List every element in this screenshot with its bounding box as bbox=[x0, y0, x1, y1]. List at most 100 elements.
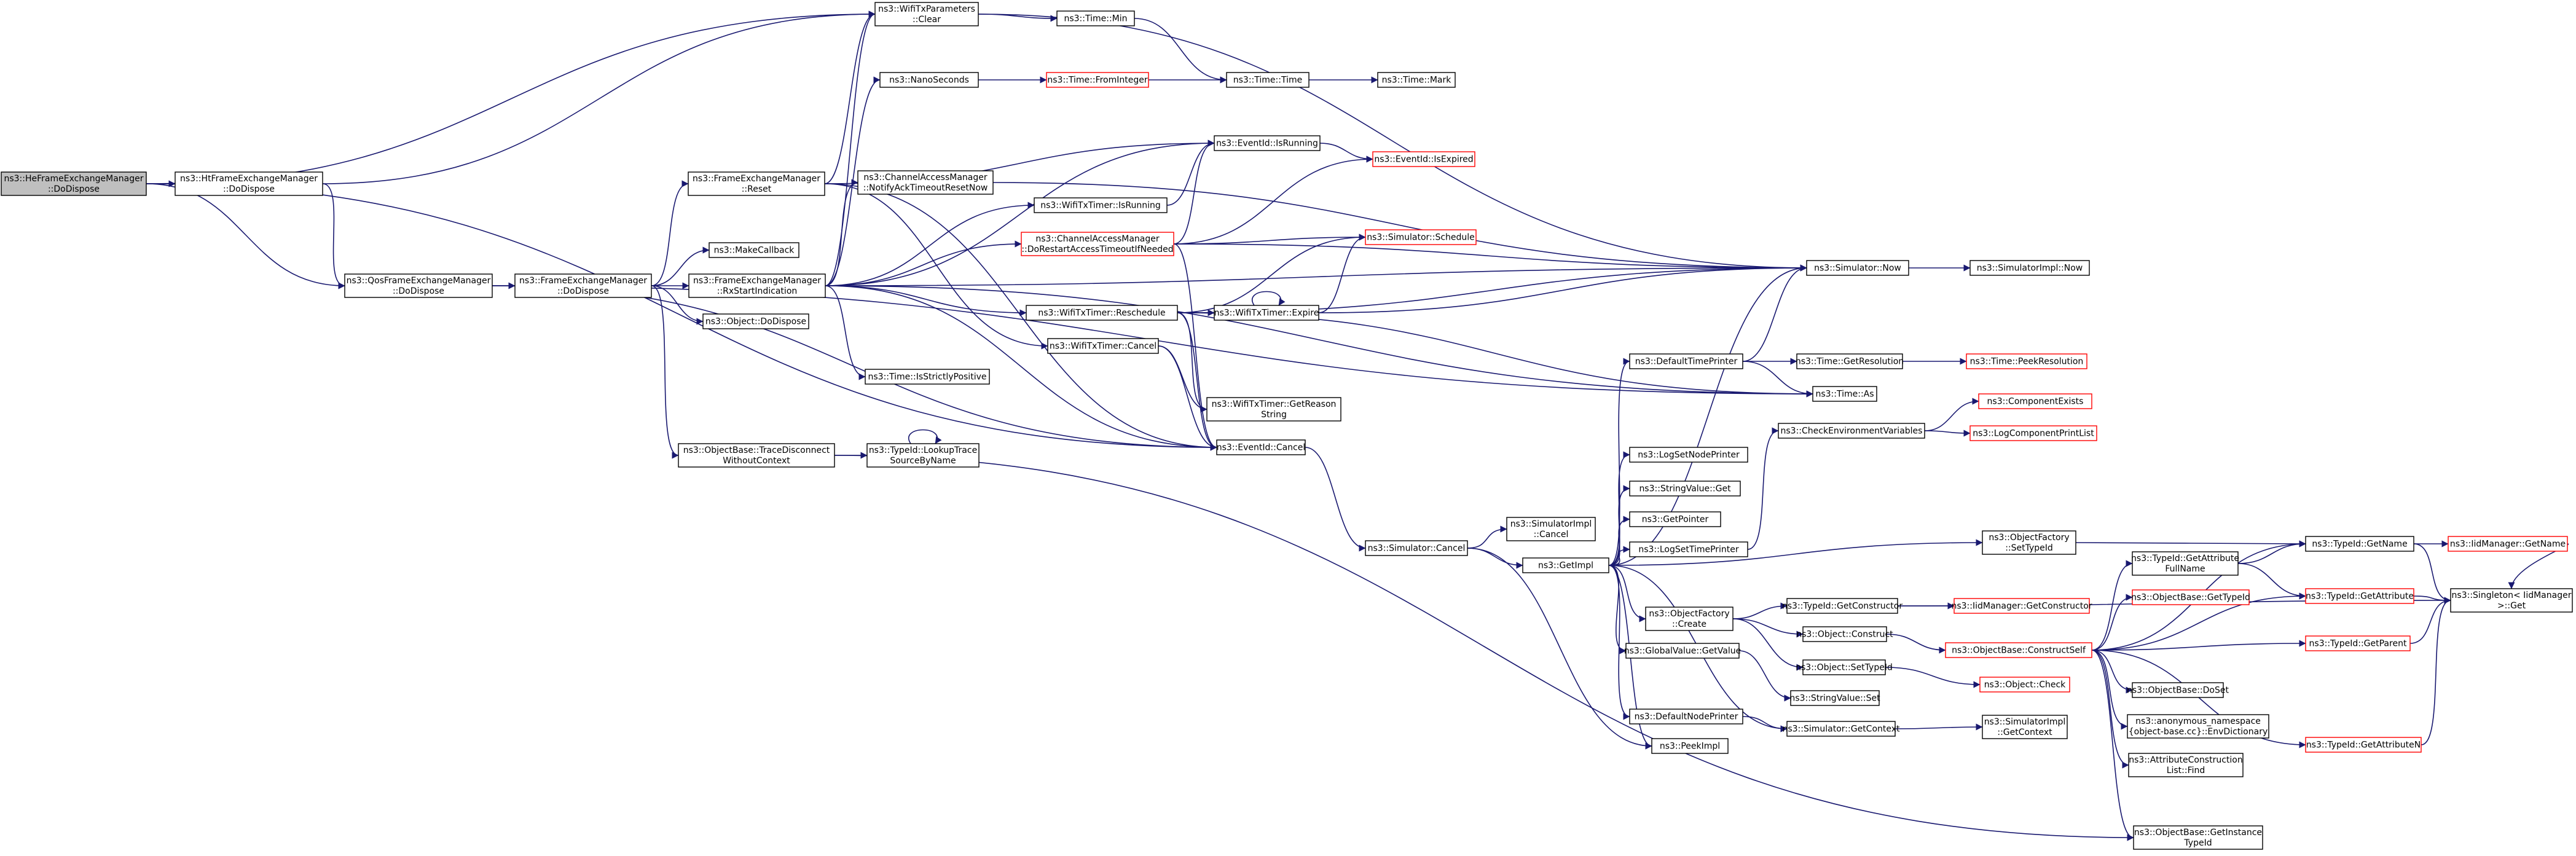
node-ns3-channelaccessmanager-dorestartaccesstimeoutifneeded[interactable]: ns3::ChannelAccessManager::DoRestartAcce… bbox=[1021, 232, 1174, 256]
node-box bbox=[1778, 423, 1925, 439]
node-ns3-singleton-iidmanager-get[interactable]: ns3::Singleton< IidManager>::Get bbox=[2450, 588, 2573, 613]
node-ns3-typeid-getparent[interactable]: ns3::TypeId::GetParent bbox=[2305, 635, 2411, 651]
node-ns3-objectbase-constructself[interactable]: ns3::ObjectBase::ConstructSelf bbox=[1945, 642, 2092, 658]
node-box bbox=[1806, 260, 1909, 276]
edge-n24-to-n19 bbox=[1177, 234, 1366, 313]
node-ns3-time-frominteger[interactable]: ns3::Time::FromInteger bbox=[1046, 72, 1149, 88]
node-ns3-wifitxtimer-reschedule[interactable]: ns3::WifiTxTimer::Reschedule bbox=[1026, 305, 1178, 321]
node-ns3-frameexchangemanager-reset[interactable]: ns3::FrameExchangeManager::Reset bbox=[688, 171, 825, 196]
edge-n13-to-n27 bbox=[824, 183, 1048, 350]
edge-n3-to-n6 bbox=[978, 14, 1807, 272]
node-label: ns3::TypeId::GetParent bbox=[2309, 639, 2407, 649]
node-ns3-checkenvironmentvariables[interactable]: ns3::CheckEnvironmentVariables bbox=[1778, 423, 1925, 439]
edge-n41-to-n43 bbox=[1467, 548, 1523, 569]
node-ns3-frameexchangemanager-dodispose[interactable]: ns3::FrameExchangeManager::DoDispose bbox=[514, 273, 652, 298]
edge-n22-to-n15 bbox=[825, 139, 1215, 286]
node-ns3-typeid-getconstructor[interactable]: ns3::TypeId::GetConstructor bbox=[1782, 598, 1903, 614]
node-box bbox=[1047, 338, 1159, 354]
node-ns3-wifitxtimer-isrunning[interactable]: ns3::WifiTxTimer::IsRunning bbox=[1034, 197, 1168, 213]
node-ns3-time-as[interactable]: ns3::Time::As bbox=[1812, 386, 1877, 402]
node-ns3-stringvalue-set[interactable]: ns3::StringValue::Set bbox=[1789, 690, 1880, 706]
node-ns3-globalvalue-getvalue[interactable]: ns3::GlobalValue::GetValue bbox=[1624, 643, 1741, 659]
node-ns3-typeid-getattribute[interactable]: ns3::TypeId::GetAttribute bbox=[2305, 588, 2414, 604]
node-ns3-peekimpl[interactable]: ns3::PeekImpl bbox=[1651, 738, 1729, 754]
node-ns3-time-min[interactable]: ns3::Time::Min bbox=[1056, 10, 1135, 26]
node-ns3-time-mark[interactable]: ns3::Time::Mark bbox=[1377, 72, 1456, 88]
node-ns3-frameexchangemanager-rxstartindication[interactable]: ns3::FrameExchangeManager::RxStartIndica… bbox=[688, 273, 826, 298]
edge-n25-to-n25 bbox=[1252, 291, 1286, 306]
node-ns3-eventid-isexpired[interactable]: ns3::EventId::IsExpired bbox=[1372, 151, 1475, 167]
node-box bbox=[1365, 540, 1468, 556]
node-ns3-objectbase-tracedisconnect-withoutcontext[interactable]: ns3::ObjectBase::TraceDisconnectWithoutC… bbox=[678, 443, 835, 468]
node-label: ns3::Time::Mark bbox=[1382, 76, 1452, 85]
node-label: ns3::SimulatorImpl bbox=[1984, 717, 2066, 727]
node-label: ns3::LogSetNodePrinter bbox=[1638, 450, 1740, 460]
node-ns3-getimpl[interactable]: ns3::GetImpl bbox=[1522, 557, 1609, 573]
node-ns3-objectbase-gettypeid[interactable]: ns3::ObjectBase::GetTypeId bbox=[2131, 589, 2250, 605]
node-ns3-simulator-cancel[interactable]: ns3::Simulator::Cancel bbox=[1365, 540, 1468, 556]
node-ns3-objectfactory-create[interactable]: ns3::ObjectFactory::Create bbox=[1645, 607, 1734, 631]
node-ns3-eventid-cancel[interactable]: ns3::EventId::Cancel bbox=[1216, 439, 1306, 455]
node-ns3-wifitxtimer-expire[interactable]: ns3::WifiTxTimer::Expire bbox=[1214, 305, 1319, 321]
node-ns3-time-isstrictlypositive[interactable]: ns3::Time::IsStrictlyPositive bbox=[865, 369, 990, 385]
node-box bbox=[702, 313, 809, 329]
node-ns3-logsettimeprinter[interactable]: ns3::LogSetTimePrinter bbox=[1629, 541, 1748, 557]
node-ns3-iidmanager-getconstructor[interactable]: ns3::IidManager::GetConstructor bbox=[1951, 598, 2092, 614]
node-box bbox=[1214, 135, 1321, 151]
node-ns3-simulator-schedule[interactable]: ns3::Simulator::Schedule bbox=[1365, 229, 1477, 245]
edges-layer bbox=[146, 10, 2569, 841]
node-box bbox=[688, 171, 825, 196]
node-ns3-object-check[interactable]: ns3::Object::Check bbox=[1979, 677, 2070, 693]
node-ns3-channelaccessmanager-notifyacktimeoutresetnow[interactable]: ns3::ChannelAccessManager::NotifyAckTime… bbox=[857, 170, 994, 195]
node-ns3-objectfactory-settypeid[interactable]: ns3::ObjectFactory::SetTypeId bbox=[1982, 530, 2076, 555]
node-ns3-simulatorimpl-cancel[interactable]: ns3::SimulatorImpl::Cancel bbox=[1506, 517, 1596, 541]
node-ns3-objectbase-doset[interactable]: ns3::ObjectBase::DoSet bbox=[2127, 682, 2229, 698]
edge-n18-to-n19 bbox=[1173, 234, 1366, 245]
node-ns3-getpointer[interactable]: ns3::GetPointer bbox=[1629, 511, 1721, 527]
node-ns3-simulatorimpl-getcontext[interactable]: ns3::SimulatorImpl::GetContext bbox=[1982, 715, 2068, 739]
node-ns3-makecallback[interactable]: ns3::MakeCallback bbox=[709, 242, 799, 258]
edge-n52-to-n59 bbox=[1732, 618, 1804, 671]
edge-n14-to-n6 bbox=[992, 182, 1807, 272]
node-ns3-wifitxtimer-cancel[interactable]: ns3::WifiTxTimer::Cancel bbox=[1047, 338, 1159, 354]
node-ns3-defaulttimeprinter[interactable]: ns3::DefaultTimePrinter bbox=[1629, 353, 1743, 369]
node-ns3-htframeexchangemanager-dodispose[interactable]: ns3::HtFrameExchangeManager::DoDispose bbox=[175, 171, 323, 196]
node-ns3-heframeexchangemanager-dodispose[interactable]: ns3::HeFrameExchangeManager::DoDispose bbox=[1, 171, 147, 196]
node-ns3-object-construct[interactable]: ns3::Object::Construct bbox=[1796, 626, 1893, 642]
node-label: ::DoDispose bbox=[393, 286, 444, 296]
node-ns3-eventid-isrunning[interactable]: ns3::EventId::IsRunning bbox=[1214, 135, 1321, 151]
node-label: ::RxStartIndication bbox=[717, 286, 798, 296]
node-ns3-typeid-getname[interactable]: ns3::TypeId::GetName bbox=[2305, 536, 2414, 552]
node-ns3-qosframeexchangemanager-dodispose[interactable]: ns3::QosFrameExchangeManager::DoDispose bbox=[344, 273, 493, 298]
node-ns3-logcomponentprintlist[interactable]: ns3::LogComponentPrintList bbox=[1969, 425, 2097, 441]
node-ns3-simulatorimpl-now[interactable]: ns3::SimulatorImpl::Now bbox=[1969, 260, 2090, 276]
node-ns3-object-dodispose[interactable]: ns3::Object::DoDispose bbox=[702, 313, 809, 329]
node-ns3-time-peekresolution[interactable]: ns3::Time::PeekResolution bbox=[1966, 353, 2087, 369]
node-ns3-simulator-now[interactable]: ns3::Simulator::Now bbox=[1806, 260, 1909, 276]
node-ns3-logsetnodeprinter[interactable]: ns3::LogSetNodePrinter bbox=[1629, 447, 1748, 463]
node-ns3-typeid-getattributen[interactable]: ns3::TypeId::GetAttributeN bbox=[2305, 737, 2422, 753]
node-ns3-iidmanager-getname[interactable]: ns3::IidManager::GetName bbox=[2448, 536, 2568, 552]
edge-n21-to-n20 bbox=[651, 246, 710, 286]
node-label: ns3::Object::Check bbox=[1984, 680, 2066, 690]
node-ns3-componentexists[interactable]: ns3::ComponentExists bbox=[1978, 393, 2092, 409]
node-ns3-nanoseconds[interactable]: ns3::NanoSeconds bbox=[879, 72, 979, 88]
node-label: ns3::WifiTxTimer::Cancel bbox=[1050, 342, 1156, 351]
node-ns3-simulator-getcontext[interactable]: ns3::Simulator::GetContext bbox=[1782, 721, 1900, 737]
node-ns3-stringvalue-get[interactable]: ns3::StringValue::Get bbox=[1629, 481, 1741, 497]
node-ns3-defaultnodeprinter[interactable]: ns3::DefaultNodePrinter bbox=[1629, 709, 1743, 724]
node-ns3-object-settypeid[interactable]: ns3::Object::SetTypeId bbox=[1796, 659, 1893, 675]
node-ns3-wifitxparameters-clear[interactable]: ns3::WifiTxParameters::Clear bbox=[874, 2, 979, 26]
node-ns3-time-time[interactable]: ns3::Time::Time bbox=[1226, 72, 1310, 88]
node-box bbox=[1056, 10, 1135, 26]
node-ns3-anonymous-namespace-object-base-cc-envdictionary[interactable]: ns3::anonymous_namespace{object-base.cc}… bbox=[2127, 714, 2269, 739]
node-ns3-time-getresolution[interactable]: ns3::Time::GetResolution bbox=[1796, 353, 1904, 369]
edge-n56-to-n70 bbox=[2091, 650, 2134, 841]
node-label: ns3::WifiTxTimer::Expire bbox=[1214, 308, 1319, 318]
